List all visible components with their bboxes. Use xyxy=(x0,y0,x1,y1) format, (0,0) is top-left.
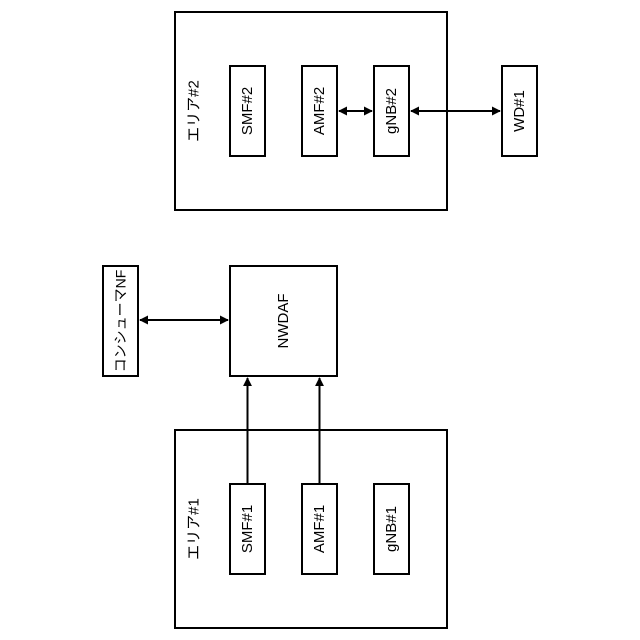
smf-2-node: SMF#2 xyxy=(230,66,265,156)
wd-1-node: WD#1 xyxy=(502,66,537,156)
gnb-2-node: gNB#2 xyxy=(374,66,409,156)
area-1-label: エリア#1 xyxy=(186,498,203,560)
area-1: エリア#1 SMF#1 AMF#1 gNB#1 xyxy=(175,430,447,628)
gnb-2-label: gNB#2 xyxy=(383,88,400,134)
amf-2-label: AMF#2 xyxy=(311,87,328,135)
smf-1-label: SMF#1 xyxy=(239,505,256,553)
nwdaf-label: NWDAF xyxy=(275,294,292,349)
consumer-nf-node: コンシューマNF xyxy=(103,266,138,376)
smf-2-label: SMF#2 xyxy=(239,87,256,135)
gnb-1-label: gNB#1 xyxy=(383,506,400,552)
amf-1-node: AMF#1 xyxy=(302,484,337,574)
nwdaf-node: NWDAF xyxy=(230,266,337,376)
wd-1-label: WD#1 xyxy=(511,90,528,132)
smf-1-node: SMF#1 xyxy=(230,484,265,574)
gnb-1-node: gNB#1 xyxy=(374,484,409,574)
amf-1-label: AMF#1 xyxy=(311,505,328,553)
amf-2-node: AMF#2 xyxy=(302,66,337,156)
area-2-label: エリア#2 xyxy=(186,80,203,142)
area-2: エリア#2 SMF#2 AMF#2 gNB#2 xyxy=(175,12,447,210)
consumer-nf-label: コンシューマNF xyxy=(113,270,129,373)
